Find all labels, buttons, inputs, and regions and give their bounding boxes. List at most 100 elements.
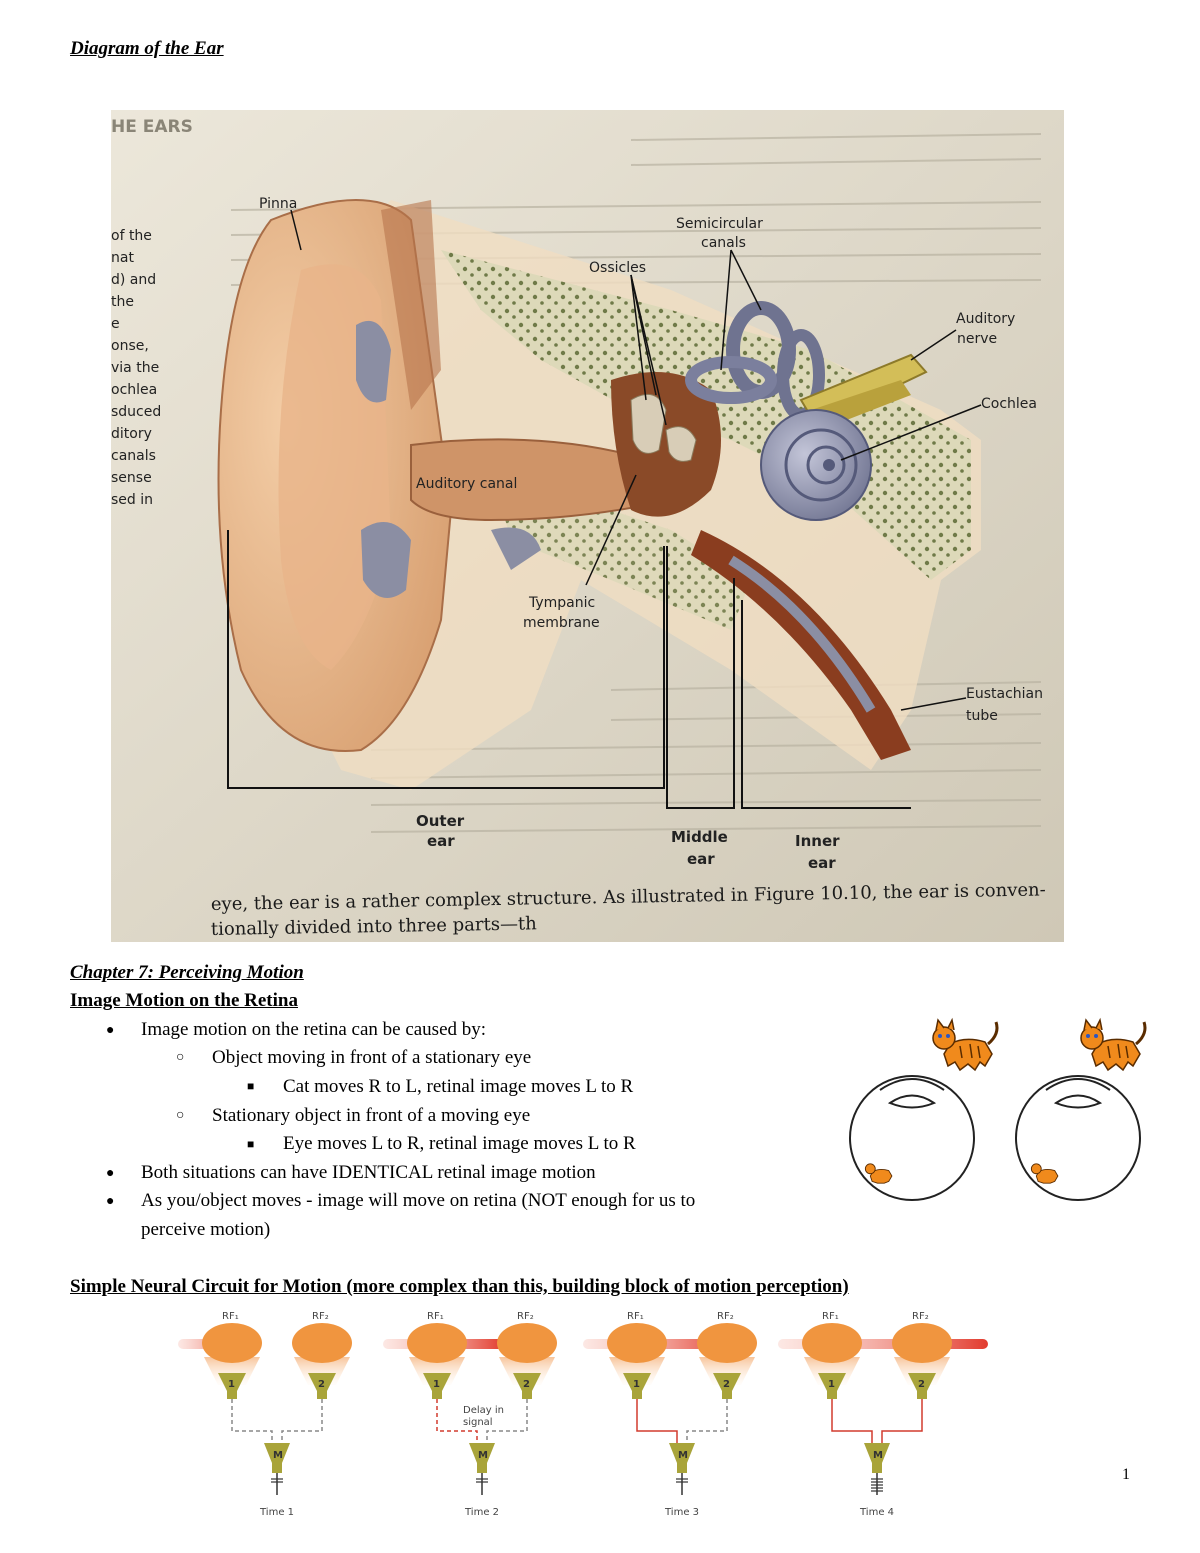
neuron-1 <box>218 1373 246 1399</box>
receptive-field-2 <box>497 1323 557 1363</box>
svg-text:via the: via the <box>111 360 159 376</box>
page-number: 1 <box>1122 1466 1130 1483</box>
label-auditory-canal: Auditory canal <box>416 476 517 492</box>
time-label: Time 4 <box>859 1507 894 1518</box>
motion-neuron-label: M <box>273 1450 283 1461</box>
label-eustachian-1: Eustachian <box>966 686 1043 702</box>
motion-neuron-label: M <box>873 1450 883 1461</box>
rf-label-1: RF₁ <box>627 1311 644 1322</box>
label-inner-2: ear <box>808 854 836 872</box>
label-tympanic-1: Tympanic <box>528 595 595 611</box>
label-auditory-nerve-1: Auditory <box>956 311 1015 327</box>
svg-text:onse,: onse, <box>111 338 149 354</box>
receptive-field-2 <box>292 1323 352 1363</box>
bullet-1a1: Cat moves R to L, retinal image moves L … <box>283 1076 634 1097</box>
rf-label-2: RF₂ <box>312 1311 329 1322</box>
ear-section-heading: Diagram of the Ear <box>70 38 224 59</box>
svg-text:sense: sense <box>111 470 152 486</box>
rf-label-2: RF₂ <box>717 1311 734 1322</box>
label-eustachian-2: tube <box>966 708 998 724</box>
svg-text:sduced: sduced <box>111 404 161 420</box>
neuron-label-2: 2 <box>918 1379 925 1390</box>
bullet-2: Both situations can have IDENTICAL retin… <box>141 1162 596 1183</box>
svg-text:d) and: d) and <box>111 272 156 288</box>
label-outer-1: Outer <box>416 812 465 830</box>
eyeball-icon <box>1015 1075 1141 1201</box>
label-pinna: Pinna <box>259 196 297 212</box>
label-inner-1: Inner <box>795 832 840 850</box>
signal-path-2 <box>281 1399 323 1445</box>
svg-text:of the: of the <box>111 228 152 244</box>
time-label: Time 1 <box>259 1507 294 1518</box>
neuron-2 <box>713 1373 741 1399</box>
neuron-2 <box>513 1373 541 1399</box>
receptive-field-1 <box>202 1323 262 1363</box>
circuit-heading: Simple Neural Circuit for Motion (more c… <box>70 1276 849 1297</box>
cochlea-shape <box>760 409 872 521</box>
svg-text:ditory: ditory <box>111 426 152 442</box>
svg-text:the: the <box>111 294 134 310</box>
signal-path-1 <box>231 1399 273 1445</box>
delay-label-2: signal <box>463 1417 493 1428</box>
receptive-field-1 <box>607 1323 667 1363</box>
svg-text:e: e <box>111 316 120 332</box>
motion-neuron-label: M <box>478 1450 488 1461</box>
bullet-dot: ● <box>106 1166 115 1181</box>
delay-label-1: Delay in <box>463 1405 504 1416</box>
bullet-1: Image motion on the retina can be caused… <box>141 1019 487 1040</box>
neuron-label-1: 1 <box>433 1379 440 1390</box>
svg-text:sed in: sed in <box>111 492 153 508</box>
label-cochlea: Cochlea <box>981 396 1037 412</box>
chapter-title: Chapter 7: Perceiving Motion <box>70 962 304 983</box>
bullet-3-line2: perceive motion) <box>141 1219 271 1240</box>
bullet-circle: ○ <box>176 1050 185 1065</box>
auditory-canal-shape <box>410 438 673 522</box>
bullet-1b: Stationary object in front of a moving e… <box>212 1105 531 1126</box>
bullet-circle: ○ <box>176 1108 185 1123</box>
neuron-label-1: 1 <box>633 1379 640 1390</box>
cat-icon <box>932 1017 999 1072</box>
svg-text:canals: canals <box>111 448 156 464</box>
eustachian-tube-shape <box>691 530 911 760</box>
neuron-label-2: 2 <box>523 1379 530 1390</box>
bullet-dot: ● <box>106 1023 115 1038</box>
bullet-dot: ● <box>106 1194 115 1209</box>
label-tympanic-2: membrane <box>523 615 600 631</box>
bullet-3-line1: As you/object moves - image will move on… <box>141 1190 696 1211</box>
neuron-label-1: 1 <box>828 1379 835 1390</box>
neuron-label-2: 2 <box>318 1379 325 1390</box>
svg-text:nat: nat <box>111 250 134 266</box>
receptive-field-1 <box>802 1323 862 1363</box>
receptive-field-2 <box>892 1323 952 1363</box>
rf-label-2: RF₂ <box>517 1311 534 1322</box>
receptive-field-1 <box>407 1323 467 1363</box>
time-label: Time 3 <box>664 1507 699 1518</box>
rf-label-2: RF₂ <box>912 1311 929 1322</box>
motion-neuron <box>469 1443 495 1473</box>
receptive-field-2 <box>697 1323 757 1363</box>
neuron-1 <box>423 1373 451 1399</box>
neuron-1 <box>818 1373 846 1399</box>
time-label: Time 2 <box>464 1507 499 1518</box>
signal-path-2 <box>686 1399 728 1445</box>
neuron-label-2: 2 <box>723 1379 730 1390</box>
label-ossicles: Ossicles <box>589 260 646 276</box>
section-divider-lines <box>227 530 911 809</box>
signal-path-2 <box>486 1399 528 1445</box>
section-subtitle: Image Motion on the Retina <box>70 990 298 1011</box>
neuron-1 <box>623 1373 651 1399</box>
svg-text:ochlea: ochlea <box>111 382 157 398</box>
bullet-square: ■ <box>247 1079 255 1093</box>
signal-path-1 <box>436 1399 478 1445</box>
photo-side-text: of the nat d) and the e onse, via the oc… <box>111 228 161 508</box>
rf-label-1: RF₁ <box>427 1311 444 1322</box>
motion-neuron <box>864 1443 890 1473</box>
signal-path-1 <box>636 1399 678 1445</box>
cat-eye-illustration <box>840 1008 1160 1208</box>
neuron-2 <box>308 1373 336 1399</box>
signal-path-1 <box>831 1399 873 1445</box>
